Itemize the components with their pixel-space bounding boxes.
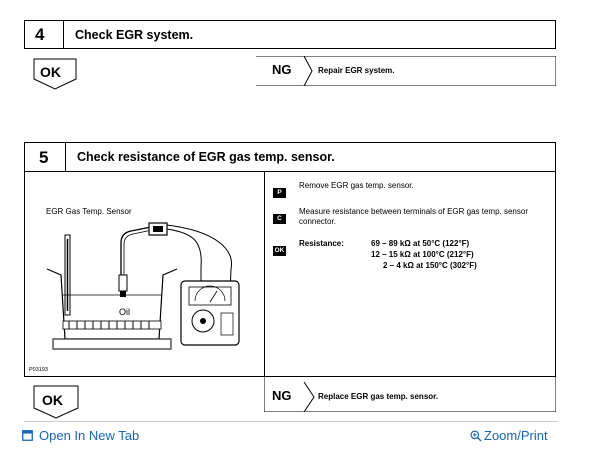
step4-ng-box[interactable] — [256, 56, 556, 86]
step4-ok-badge[interactable] — [33, 58, 77, 90]
step5-ok-badge[interactable] — [33, 385, 79, 419]
step5-ng-action: Replace EGR gas temp. sensor. — [318, 392, 439, 401]
step5-number-divider — [65, 143, 66, 171]
step4-number-divider — [63, 21, 64, 48]
step4-ng-action: Repair EGR system. — [318, 66, 395, 75]
ok-code-badge: OK — [273, 246, 286, 256]
instruction-row: C — [273, 207, 286, 225]
step5-figure-panel: EGR Gas Temp. Sensor — [24, 171, 265, 377]
figure-id: P03193 — [29, 367, 48, 373]
footer-divider — [24, 421, 558, 422]
oil-label: Oil — [119, 307, 130, 317]
open-new-tab-link[interactable]: Open In New Tab — [22, 428, 139, 443]
step4-number: 4 — [35, 25, 45, 44]
open-new-tab-label: Open In New Tab — [39, 428, 140, 443]
resistance-label: Resistance: — [299, 239, 344, 248]
step4-ok-label: OK — [40, 64, 61, 80]
sensor-label: EGR Gas Temp. Sensor — [46, 207, 132, 216]
step5-ng-label: NG — [272, 388, 292, 403]
step5-number: 5 — [39, 148, 49, 167]
sensor-test-illustration — [46, 222, 240, 350]
step5-ng-box[interactable] — [264, 376, 556, 412]
resistance-row: OK — [273, 239, 286, 257]
open-tab-icon — [22, 430, 33, 441]
step4-ng-label: NG — [272, 62, 292, 77]
step5-header: 5 Check resistance of EGR gas temp. sens… — [24, 142, 556, 172]
zoom-icon — [470, 430, 482, 441]
step5-instructions-panel: P Remove EGR gas temp. sensor. C Measure… — [264, 171, 556, 377]
instruction-code-badge: P — [273, 188, 286, 198]
zoom-print-label: Zoom/Print — [484, 428, 548, 443]
step5-ok-label: OK — [42, 392, 63, 408]
instruction-text: Measure resistance between terminals of … — [299, 207, 528, 226]
zoom-print-link[interactable]: Zoom/Print — [470, 428, 548, 443]
step4-header: 4 Check EGR system. — [24, 20, 556, 49]
instruction-row: P — [273, 181, 286, 199]
step4-title: Check EGR system. — [75, 28, 194, 42]
instruction-code-badge: C — [273, 214, 286, 224]
resistance-value: 69 – 89 kΩ at 50°C (122°F) — [371, 239, 470, 248]
instruction-text: Remove EGR gas temp. sensor. — [299, 181, 414, 190]
resistance-value: 2 – 4 kΩ at 150°C (302°F) — [383, 261, 477, 270]
resistance-value: 12 – 15 kΩ at 100°C (212°F) — [371, 250, 474, 259]
step5-title: Check resistance of EGR gas temp. sensor… — [77, 150, 335, 164]
